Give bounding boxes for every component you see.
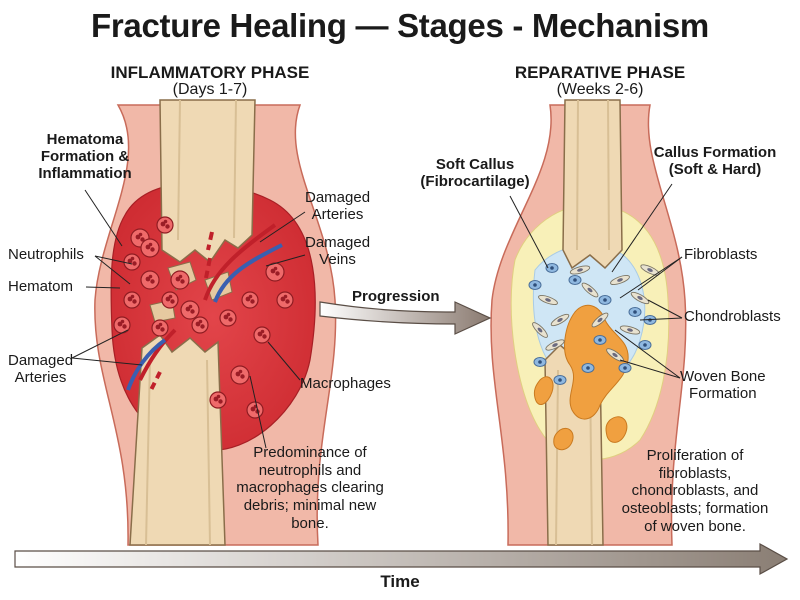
- woven-bone: [553, 427, 574, 451]
- woven-bone: [605, 416, 628, 443]
- damaged-arteries-left-label: Damaged Arteries: [8, 352, 74, 386]
- bone-cortex-line: [555, 369, 559, 546]
- chondroblast-cell: [553, 375, 567, 385]
- lower-bone-left: [129, 333, 226, 546]
- fibroblast-cell: [538, 294, 558, 306]
- neutrophil-cell: [123, 253, 141, 271]
- callus-formation-label: Callus Formation (Soft & Hard): [653, 144, 777, 178]
- macrophage-cell: [161, 291, 179, 309]
- inflammatory-phase-title: INFLAMMATORY PHASE: [110, 63, 310, 82]
- hematom-label: Hematom: [8, 278, 74, 295]
- time-label: Time: [380, 572, 420, 591]
- neutrophil-cell: [170, 270, 190, 290]
- reparative-cells: [528, 263, 660, 385]
- neutrophil-cell: [276, 291, 294, 309]
- damaged-vein-vessel: [213, 243, 283, 303]
- chondroblast-cell: [545, 263, 559, 273]
- progression-arrow: [319, 301, 492, 335]
- neutrophil-cell: [253, 326, 271, 344]
- progression-label: Progression: [352, 288, 440, 305]
- neutrophil-cell: [140, 238, 160, 258]
- diagram-title: Fracture Healing — Stages - Mechanism: [91, 7, 709, 44]
- neutrophil-cell: [156, 216, 174, 234]
- hematoma-formation-label: Hematoma Formation & Inflammation: [38, 131, 132, 182]
- neutrophil-cell: [123, 291, 141, 309]
- damaged-vein-vessel: [126, 338, 167, 391]
- bone-cortex-line: [576, 99, 579, 251]
- chondroblast-cell: [568, 275, 582, 285]
- leader-lines: [71, 183, 683, 449]
- fibroblast-cell: [591, 312, 609, 328]
- reparative-illustration: [490, 99, 687, 546]
- reparative-description: Proliferation of fibroblasts, chondrobla…: [621, 447, 769, 535]
- reparative-phase-subtitle: (Weeks 2-6): [556, 81, 644, 98]
- damaged-artery-vessel: [203, 223, 277, 301]
- fibroblast-cell: [532, 322, 548, 338]
- neutrophil-cell: [230, 365, 250, 385]
- chondroblast-cell: [638, 340, 652, 350]
- woven-bone: [533, 376, 554, 406]
- damaged-artery-fragment: [204, 231, 214, 279]
- bone-cortex-line: [177, 99, 181, 241]
- chondroblast-cell: [628, 307, 642, 317]
- fibroblast-cell: [569, 265, 591, 275]
- macrophage-cell: [265, 262, 285, 282]
- neutrophils-label: Neutrophils: [8, 246, 84, 263]
- neutrophil-cell: [241, 291, 259, 309]
- inflammatory-illustration: [94, 99, 337, 546]
- chondroblast-cell: [581, 363, 595, 373]
- neutrophil-cell: [140, 270, 160, 290]
- woven-bone-label: Woven Bone Formation: [680, 368, 766, 402]
- chondroblast-cell: [598, 295, 612, 305]
- inflammatory-phase-subtitle: (Days 1-7): [172, 81, 248, 98]
- upper-bone-left: [159, 99, 256, 264]
- macrophage-cell: [191, 316, 209, 334]
- chondroblast-cell: [533, 357, 547, 367]
- inflammatory-description: Predominance of neutrophils and macropha…: [236, 444, 384, 532]
- fibroblasts-label: Fibroblasts: [684, 246, 758, 263]
- bone-cortex-line: [607, 99, 610, 251]
- fibroblast-cell: [545, 339, 565, 351]
- chondroblast-cell: [618, 363, 632, 373]
- upper-bone-right: [562, 99, 623, 270]
- inflammatory-cells: [113, 216, 294, 419]
- fibroblast-cell: [630, 291, 650, 305]
- chondroblasts-label: Chondroblasts: [684, 308, 781, 325]
- neutrophil-cell: [219, 309, 237, 327]
- neutrophil-cell: [151, 319, 169, 337]
- macrophage-cell: [209, 391, 227, 409]
- soft-callus-label: Soft Callus (Fibrocartilage): [420, 156, 530, 190]
- damaged-artery-fragment: [148, 371, 162, 393]
- fibroblast-cell: [550, 313, 570, 327]
- damaged-arteries-top-label: Damaged Arteries: [305, 189, 371, 223]
- damaged-artery-vessel: [138, 328, 177, 381]
- bone-cortex-line: [233, 99, 237, 239]
- neutrophil-cell: [180, 300, 200, 320]
- damaged-veins-label: Damaged Veins: [305, 234, 371, 268]
- fibroblast-cell: [581, 282, 599, 298]
- chondroblast-cell: [528, 280, 542, 290]
- bone-cortex-line: [145, 359, 151, 546]
- time-arrow: [14, 542, 789, 576]
- fibroblast-cell: [619, 325, 641, 335]
- neutrophil-cell: [246, 401, 264, 419]
- macrophages-label: Macrophages: [300, 375, 391, 392]
- fibroblast-cell: [610, 274, 630, 286]
- chondroblast-cell: [593, 335, 607, 345]
- bone-cortex-line: [206, 359, 211, 546]
- reparative-phase-title: REPARATIVE PHASE: [514, 63, 686, 82]
